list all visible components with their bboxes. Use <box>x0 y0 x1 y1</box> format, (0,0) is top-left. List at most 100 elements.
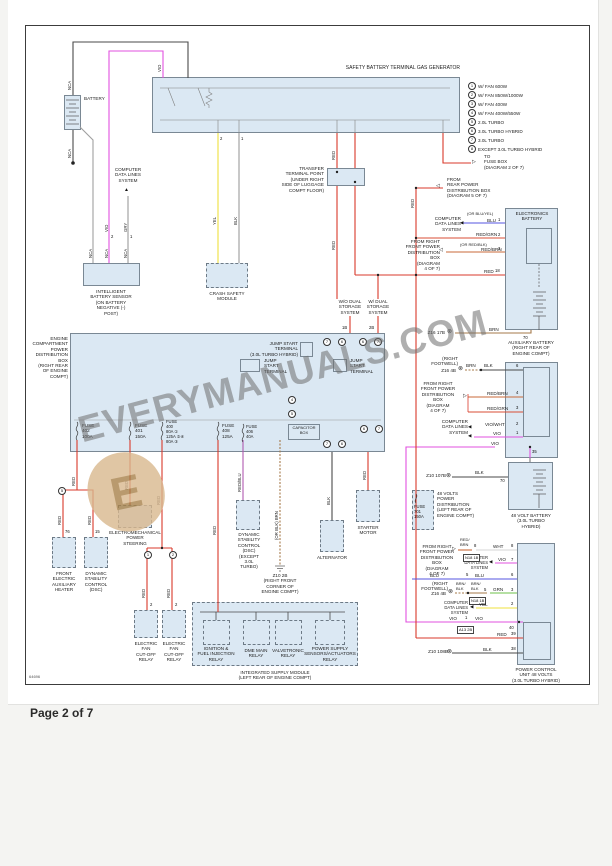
dme-main-relay-label: DME MAIN RELAY <box>244 648 268 659</box>
legend-num: 4 <box>468 109 476 117</box>
wire-label: NCA <box>104 248 109 258</box>
wire-label: VIO <box>475 616 483 621</box>
wire-label: RED <box>57 515 62 525</box>
electric-fan-relay-label-1: ELECTRIC FAN CUT-OFF RELAY <box>134 641 158 663</box>
w-dual-storage-label: W/ DUAL STORAGE SYSTEM <box>366 299 390 315</box>
alternator-label: ALTERNATOR <box>316 555 348 560</box>
computer-data-lines-label-right2: COMPUTER DATA LINES SYSTEM <box>441 419 468 435</box>
wires-violet <box>108 50 531 623</box>
wire-label: RED <box>87 515 92 525</box>
fuse-402-label: FUSE 402 100A <box>82 423 95 439</box>
connector-n18-1b-label-1: N18 1B <box>463 554 481 562</box>
legend-label: 3.0L TURBO HYBRID <box>478 128 523 134</box>
pin: 1 <box>130 234 133 239</box>
transfer-terminal-label: TRANSFER TERMINAL POINT (UNDER RIGHT SID… <box>281 166 324 193</box>
connector-a13-2b-label: A13 2B <box>457 626 475 634</box>
crash-safety-module-box <box>206 263 248 288</box>
from-right-arrow-icon-2: ▷ <box>463 393 467 399</box>
pin: 18 <box>495 268 500 273</box>
pin: 2 <box>111 234 114 239</box>
starter-motor-label: STARTER MOTOR <box>357 525 379 536</box>
wires-yellow <box>217 133 517 609</box>
wire-label: RED <box>166 588 171 598</box>
pin: 1B <box>342 325 348 330</box>
ground-icon-z10-107b: ⊗ <box>446 473 452 479</box>
capacitor-box-label: CAPACITOR BOX <box>292 425 316 435</box>
wire-label: YEL <box>212 216 217 225</box>
power-supply-relay-box <box>315 620 345 645</box>
electric-fan-relay-box-1 <box>134 610 158 638</box>
dsc-label: DYNAMIC STABILITY CONTROL (DSC) <box>84 571 108 593</box>
from-right-arrow-icon-1: ◁ <box>439 247 443 253</box>
wire-label: RED <box>212 525 217 535</box>
pin: 1 <box>516 430 519 435</box>
dme-main-relay-box <box>243 620 270 645</box>
wires-misc <box>412 222 517 594</box>
pin: 6 <box>516 363 519 368</box>
from-right-front-label-2: FROM RIGHT FRONT POWER DISTRIBUTION BOX … <box>420 381 456 414</box>
jump-start-label-2: JUMP START TERMINAL <box>350 358 374 374</box>
wo-dual-storage-label: W/O DUAL STORAGE SYSTEM <box>338 299 362 315</box>
fuse-symbols <box>74 419 418 504</box>
wire-label: BLK <box>484 363 493 368</box>
data-line-arrow-icon: ◀ <box>460 220 464 225</box>
alternator-box <box>320 520 344 552</box>
pin: 1 <box>465 615 468 620</box>
wire-label: BLU <box>475 573 484 578</box>
power-control-unit-inner-box <box>523 622 551 660</box>
dsc-except-label: DYNAMIC STABILITY CONTROL (DSC) (EXCEPT … <box>237 532 261 570</box>
wire-label: RED <box>124 480 129 490</box>
pin: 2 <box>511 601 514 606</box>
wire-label: RED <box>156 495 161 505</box>
legend-label: W/ FAN 600W <box>478 83 508 89</box>
data-line-arrow-icon: ◀ <box>468 424 472 429</box>
wire-label: BLK <box>483 647 492 652</box>
pin: 6 <box>511 572 514 577</box>
wire-label: BLK <box>475 470 484 475</box>
ground-icon-z10-108b: ⊗ <box>447 649 453 655</box>
wire-label: RED <box>497 632 507 637</box>
data-line-arrow-icon: ◀ <box>470 604 474 609</box>
wire-label: RED <box>331 150 336 160</box>
pin: 2 <box>498 232 501 237</box>
ground-icon-z16-4b-2: ⊗ <box>448 589 454 595</box>
wire-label: (OR RED/BLK) <box>460 242 487 247</box>
capacitor-box <box>288 424 320 440</box>
pin: 2B <box>369 325 375 330</box>
pin: 8 <box>474 543 477 548</box>
engine-power-distribution-box <box>70 333 385 452</box>
z10-107b-label: Z10 107B <box>426 473 446 478</box>
ignition-fuel-injection-relay-box <box>203 620 230 645</box>
auxiliary-battery-label: AUXILIARY BATTERY (RIGHT REAR OF ENGINE … <box>508 340 554 356</box>
computer-data-lines-label-right1: COMPUTER DATA LINES SYSTEM <box>434 216 461 232</box>
legend-label: 3.0L TURBO <box>478 137 505 143</box>
jump-start-label-1: JUMP START TERMINAL <box>264 358 288 374</box>
wire-label: RED/ BRN <box>460 537 470 547</box>
front-electric-aux-heater-box <box>52 537 76 568</box>
integrated-supply-module-label: INTEGRATED SUPPLY MODULE (LEFT REAR OF E… <box>238 670 312 681</box>
wire-label: VIO <box>491 441 499 446</box>
pin: 38 <box>511 646 516 651</box>
valvetronic-relay-box <box>275 620 302 645</box>
wire-label: RED <box>71 476 76 486</box>
fuse-400-label: FUSE 400 80A ① 125A ②④ 80A ③ <box>166 419 185 444</box>
z10-2b-ground-label: Z10 2B (RIGHT FRONT CORNER OF ENGINE COM… <box>261 573 299 595</box>
pin: 3 <box>498 246 501 251</box>
diagram-title: SAFETY BATTERY TERMINAL GAS GENERATOR <box>345 65 460 71</box>
legend-num: 2 <box>468 91 476 99</box>
wire-label: GRN <box>493 587 504 592</box>
connector-n18-1b-label-2: N18 1B <box>469 597 487 605</box>
legend-num: 8 <box>468 145 476 153</box>
wire-label: GRY <box>123 222 128 232</box>
variant-circle: 7 <box>323 338 331 346</box>
variant-circle: 6 <box>360 425 368 433</box>
computer-data-lines-label-pcu2: COMPUTER DATA LINES SYSTEM <box>444 600 468 615</box>
fuse-401-label: FUSE 401 150A <box>135 423 148 439</box>
figure-number: 64696 <box>29 674 41 679</box>
variant-circle: 7 <box>323 440 331 448</box>
